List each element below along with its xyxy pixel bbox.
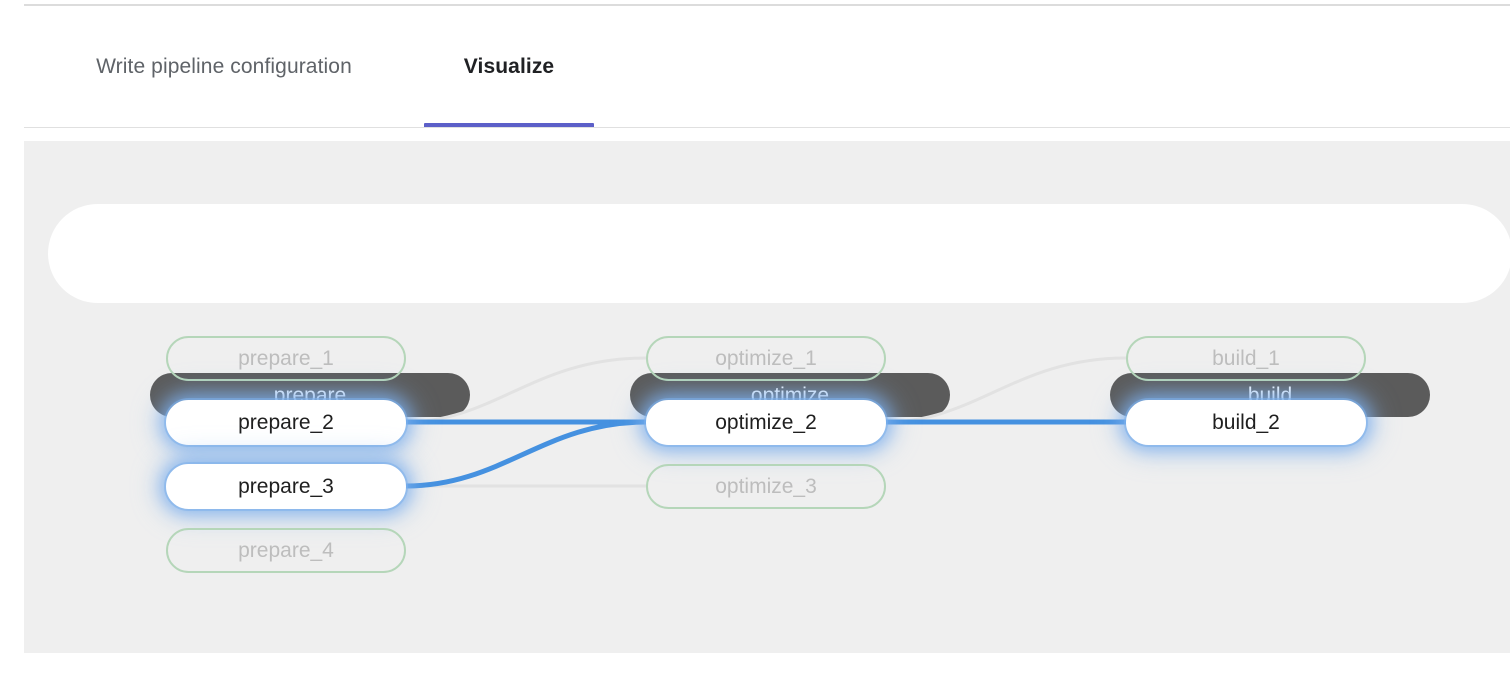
node-optimize_2-label: optimize_2 bbox=[715, 411, 817, 434]
tab-bar: Write pipeline configuration Visualize bbox=[0, 6, 1510, 128]
tab-visualize-label: Visualize bbox=[463, 55, 555, 78]
edge-prepare_3-optimize_2 bbox=[403, 419, 649, 489]
node-prepare_1[interactable]: prepare_1 bbox=[166, 336, 406, 381]
node-prepare_4[interactable]: prepare_4 bbox=[166, 528, 406, 573]
tab-write-pipeline-configuration[interactable]: Write pipeline configuration bbox=[24, 6, 424, 127]
node-prepare_3[interactable]: prepare_3 bbox=[166, 464, 406, 509]
pipeline-graph-canvas[interactable]: prepare optimize build prepare_1 prepare… bbox=[24, 141, 1510, 653]
node-prepare_2[interactable]: prepare_2 bbox=[166, 400, 406, 445]
node-build_2-label: build_2 bbox=[1212, 411, 1280, 434]
node-optimize_3-label: optimize_3 bbox=[715, 475, 817, 498]
node-optimize_3[interactable]: optimize_3 bbox=[646, 464, 886, 509]
tab-bar-divider bbox=[24, 127, 1510, 128]
node-optimize_2[interactable]: optimize_2 bbox=[646, 400, 886, 445]
tab-write-pipeline-configuration-label: Write pipeline configuration bbox=[96, 55, 352, 78]
node-optimize_1[interactable]: optimize_1 bbox=[646, 336, 886, 381]
stage-header-bar bbox=[48, 204, 1510, 303]
node-build_2[interactable]: build_2 bbox=[1126, 400, 1366, 445]
node-optimize_1-label: optimize_1 bbox=[715, 347, 817, 370]
node-prepare_1-label: prepare_1 bbox=[238, 347, 334, 370]
node-build_1[interactable]: build_1 bbox=[1126, 336, 1366, 381]
tab-visualize[interactable]: Visualize bbox=[424, 6, 594, 127]
tab-active-underline bbox=[424, 123, 594, 128]
node-prepare_2-label: prepare_2 bbox=[238, 411, 334, 434]
node-prepare_3-label: prepare_3 bbox=[238, 475, 334, 498]
node-prepare_4-label: prepare_4 bbox=[238, 539, 334, 562]
top-divider bbox=[24, 4, 1510, 6]
node-build_1-label: build_1 bbox=[1212, 347, 1280, 370]
